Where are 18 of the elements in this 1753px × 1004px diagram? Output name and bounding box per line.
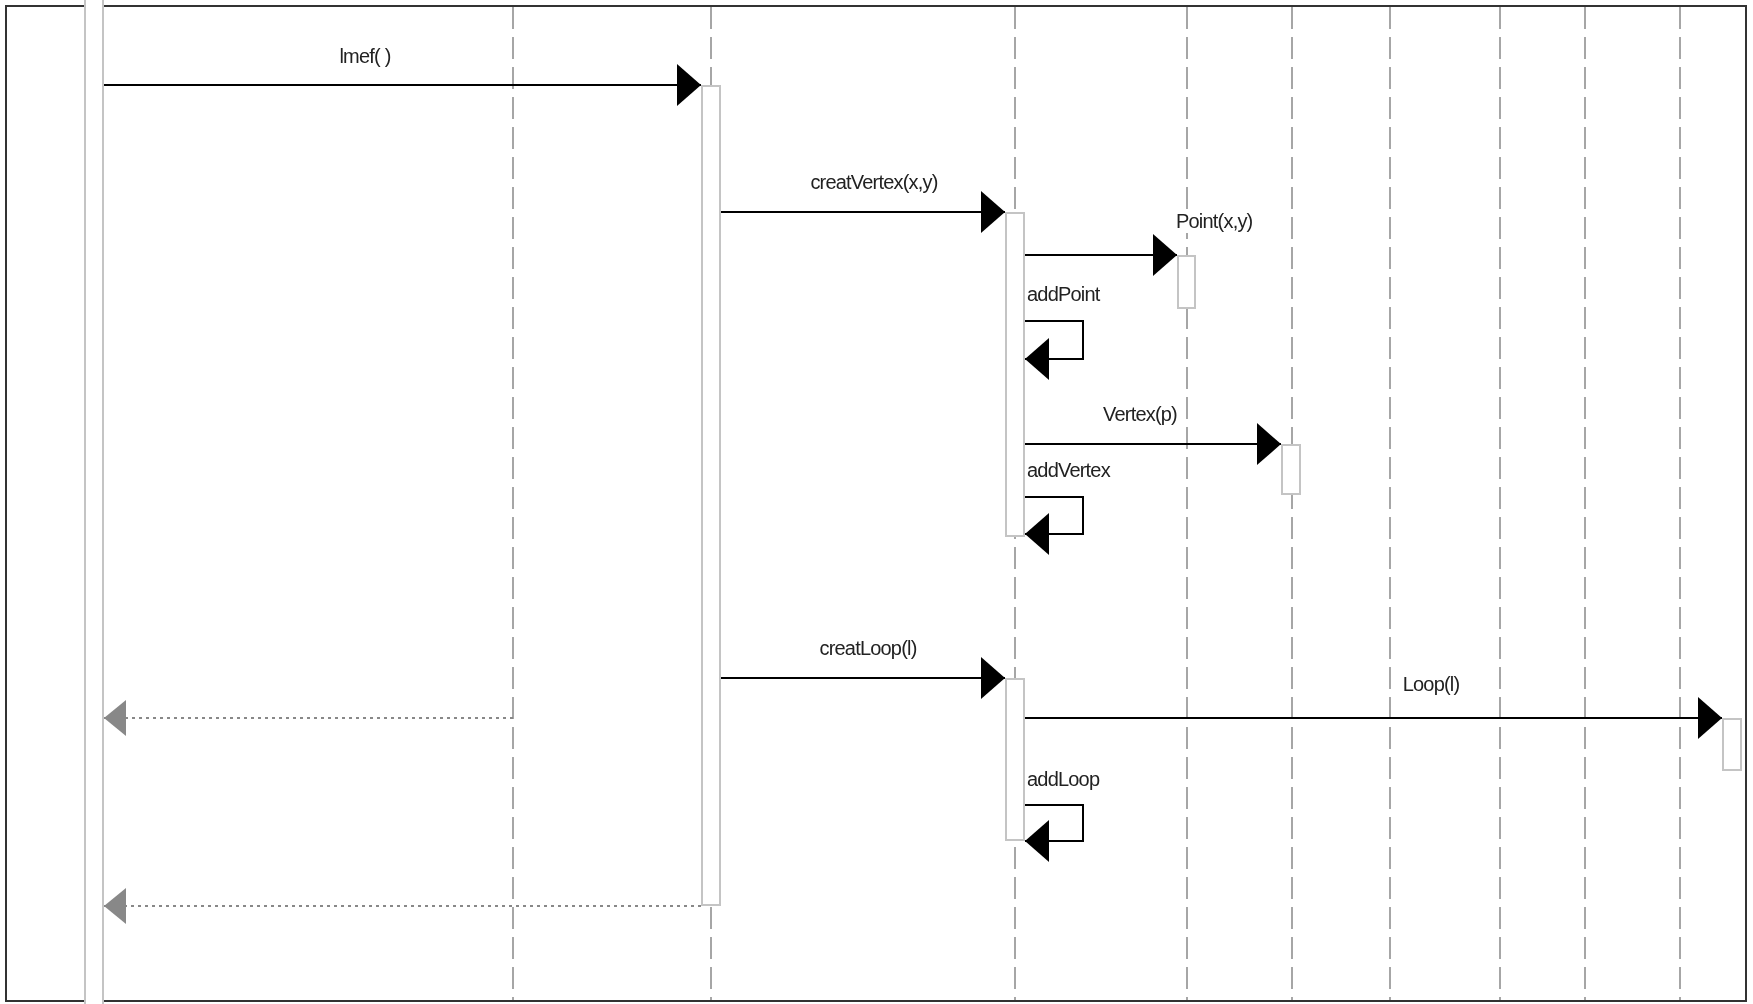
message-arrow [1024, 804, 1084, 862]
return-arrow [103, 700, 514, 736]
message-arrow [720, 657, 1006, 699]
return-arrow [103, 888, 702, 924]
message-arrow [1024, 234, 1178, 276]
message-arrow [720, 191, 1006, 233]
activation-bar [1005, 212, 1025, 537]
message-arrow [1024, 320, 1084, 380]
message-arrow [1024, 423, 1282, 465]
message-arrow [1024, 697, 1723, 739]
message-arrow [103, 64, 702, 106]
message-arrow [1024, 496, 1084, 555]
activation-bar [1005, 678, 1025, 841]
activation-bar [84, 0, 104, 1004]
activation-bar [1722, 718, 1742, 771]
activation-bar [1177, 255, 1196, 309]
activation-bar [1281, 444, 1301, 495]
activation-bar [701, 85, 721, 906]
